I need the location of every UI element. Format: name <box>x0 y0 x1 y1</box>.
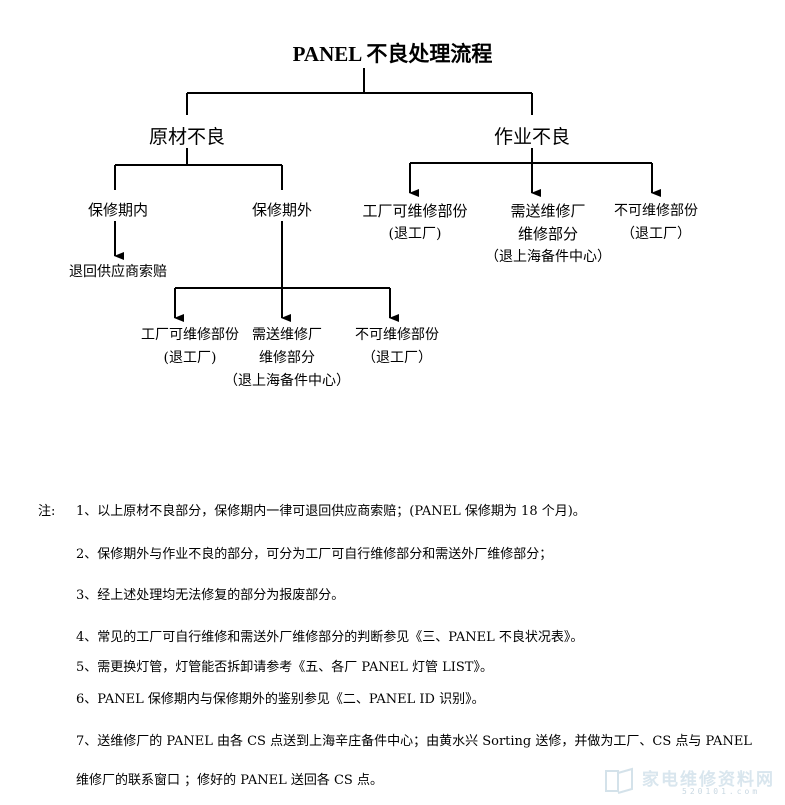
work-option-3-line1: 不可维修部份 <box>614 203 698 219</box>
page-title: PANEL 不良处理流程 <box>292 42 493 66</box>
note-item-3: 3、经上述处理均无法修复的部分为报废部分。 <box>76 588 345 603</box>
work-option-1-line2: (退工厂) <box>388 226 442 242</box>
out-option-1-line1: 工厂可维修部份 <box>141 327 239 343</box>
out-option-repair-shop: 需送维修厂 维修部分 （退上海备件中心） <box>224 324 350 390</box>
work-option-factory-repair: 工厂可维修部份 (退工厂) <box>362 200 467 243</box>
out-option-1-line2: (退工厂) <box>163 350 217 366</box>
out-option-unrepairable: 不可维修部份 （退工厂） <box>355 324 439 367</box>
node-in-warranty: 保修期内 <box>87 201 149 219</box>
work-option-2-line1: 需送维修厂 <box>510 202 586 220</box>
flow-connectors <box>114 68 661 322</box>
out-option-2-line1: 需送维修厂 <box>252 327 322 343</box>
note-item-7-cont: 维修厂的联系窗口 ；修好的 PANEL 送回各 CS 点。 <box>76 773 383 788</box>
node-out-warranty: 保修期外 <box>251 201 313 219</box>
note-item-7: 7、送维修厂的 PANEL 由各 CS 点送到上海辛庄备件中心；由黄水兴 Sor… <box>76 734 752 749</box>
note-item-5: 5、需更换灯管，灯管能否拆卸请参考《五、各厂 PANEL 灯管 LIST》。 <box>76 660 493 675</box>
work-option-repair-shop: 需送维修厂 维修部分 （退上海备件中心） <box>485 200 611 266</box>
watermark-url: 520101.com <box>682 787 761 796</box>
notes-prefix: 注: <box>38 504 56 519</box>
note-item-4: 4、常见的工厂可自行维修和需送外厂维修部分的判断参见《三、PANEL 不良状况表… <box>76 630 584 645</box>
watermark-text: 家电维修资料网 <box>642 770 775 790</box>
note-item-1: 1、以上原材不良部分，保修期内一律可退回供应商索赔；(PANEL 保修期为 18… <box>76 504 586 519</box>
out-option-2-line3: （退上海备件中心） <box>224 373 350 389</box>
out-option-factory-repair: 工厂可维修部份 (退工厂) <box>141 324 239 367</box>
work-option-3-line2: （退工厂） <box>621 226 691 242</box>
note-item-6: 6、PANEL 保修期内与保修期外的鉴别参见《二、PANEL ID 识别》。 <box>76 692 485 707</box>
out-option-3-line1: 不可维修部份 <box>355 327 439 343</box>
node-raw-material: 原材不良 <box>148 126 226 148</box>
node-supplier-claim: 退回供应商索赔 <box>69 264 167 280</box>
out-option-2-line2: 维修部分 <box>259 350 315 366</box>
work-option-2-line3: （退上海备件中心） <box>485 249 611 265</box>
node-work-defect: 作业不良 <box>493 126 571 148</box>
note-item-2: 2、保修期外与作业不良的部分，可分为工厂可自行维修部分和需送外厂维修部分； <box>76 547 553 562</box>
work-option-1-line1: 工厂可维修部份 <box>362 202 468 220</box>
watermark-logo-icon <box>605 767 633 794</box>
work-option-unrepairable: 不可维修部份 （退工厂） <box>614 200 698 243</box>
work-option-2-line2: 维修部分 <box>517 225 578 243</box>
site-watermark: 家电维修资料网 520101.com <box>602 765 777 799</box>
out-option-3-line2: （退工厂） <box>362 350 432 366</box>
